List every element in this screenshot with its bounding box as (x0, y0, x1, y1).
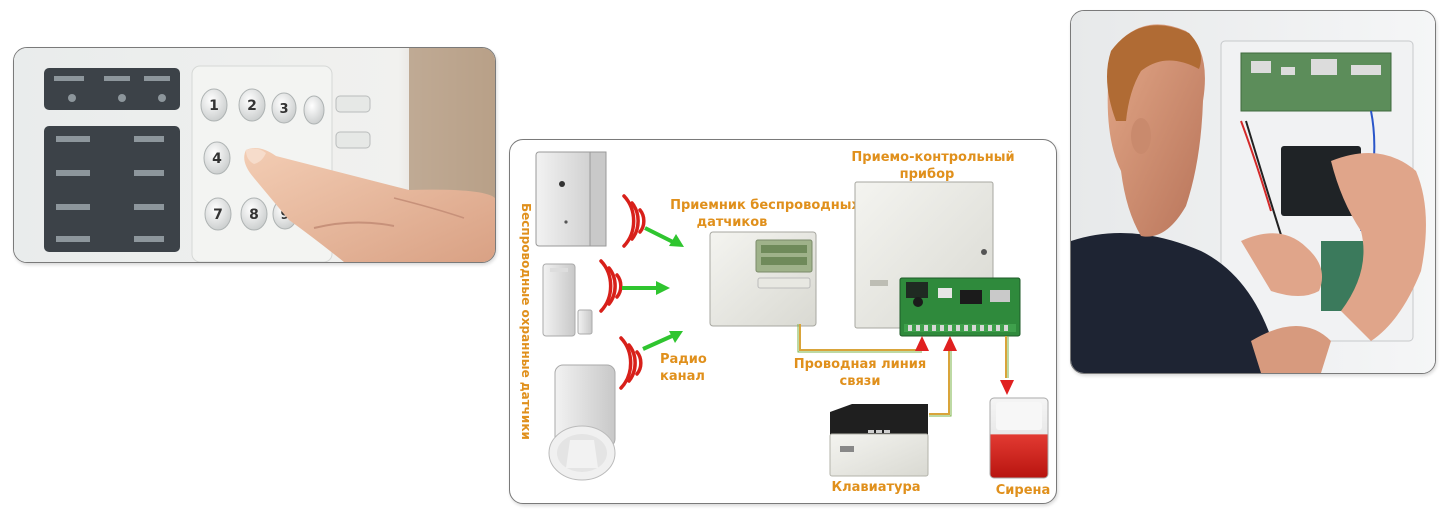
label-control-panel-1: Приемо-контрольный (851, 150, 1014, 165)
label-receiver-2: датчиков (697, 215, 768, 230)
label-keypad: Клавиатура (831, 480, 920, 495)
key-2: 2 (247, 98, 257, 114)
label-radio-1: Радио (660, 352, 707, 367)
keypad-device (829, 404, 929, 477)
wireless-receiver (709, 231, 817, 327)
installer-photo (1070, 10, 1436, 374)
radio-wave-3 (619, 336, 643, 390)
label-control-panel-2: прибор (900, 167, 955, 182)
key-8: 8 (249, 207, 259, 223)
security-system-diagram: Беспроводные охранные датчики (509, 139, 1057, 504)
keypad-photo-illustration: 1 2 3 4 7 8 9 (14, 48, 495, 262)
label-receiver-1: Приемник беспроводных (670, 198, 860, 213)
radio-wave-2 (599, 259, 623, 313)
key-3: 3 (279, 102, 288, 117)
keypad-keys: 1 2 3 4 7 8 9 (200, 88, 371, 231)
installer-photo-illustration (1071, 11, 1435, 373)
diagram-canvas: Беспроводные охранные датчики (519, 150, 1051, 498)
magnetic-contact-sensor (542, 263, 593, 337)
radio-signals (599, 194, 646, 390)
motion-sensor (548, 364, 616, 481)
hand (244, 148, 495, 262)
key-1: 1 (209, 98, 219, 114)
siren-device (989, 397, 1049, 479)
keypad-photo: 1 2 3 4 7 8 9 (13, 47, 496, 263)
wired-lines (797, 324, 1009, 417)
wire-arrows (915, 336, 1014, 395)
label-wireless-sensors: Беспроводные охранные датчики (519, 203, 533, 440)
radio-wave-1 (622, 194, 646, 248)
radio-arrows (622, 226, 684, 351)
key-7: 7 (213, 207, 223, 223)
key-9: 9 (280, 208, 289, 223)
label-radio-2: канал (660, 369, 705, 384)
label-wired-1: Проводная линия (794, 357, 926, 372)
label-wired-2: связи (840, 374, 881, 389)
key-4: 4 (212, 151, 222, 167)
label-siren: Сирена (996, 483, 1051, 498)
control-board (899, 277, 1021, 337)
door-sensor (535, 151, 607, 247)
technician (1071, 24, 1426, 373)
